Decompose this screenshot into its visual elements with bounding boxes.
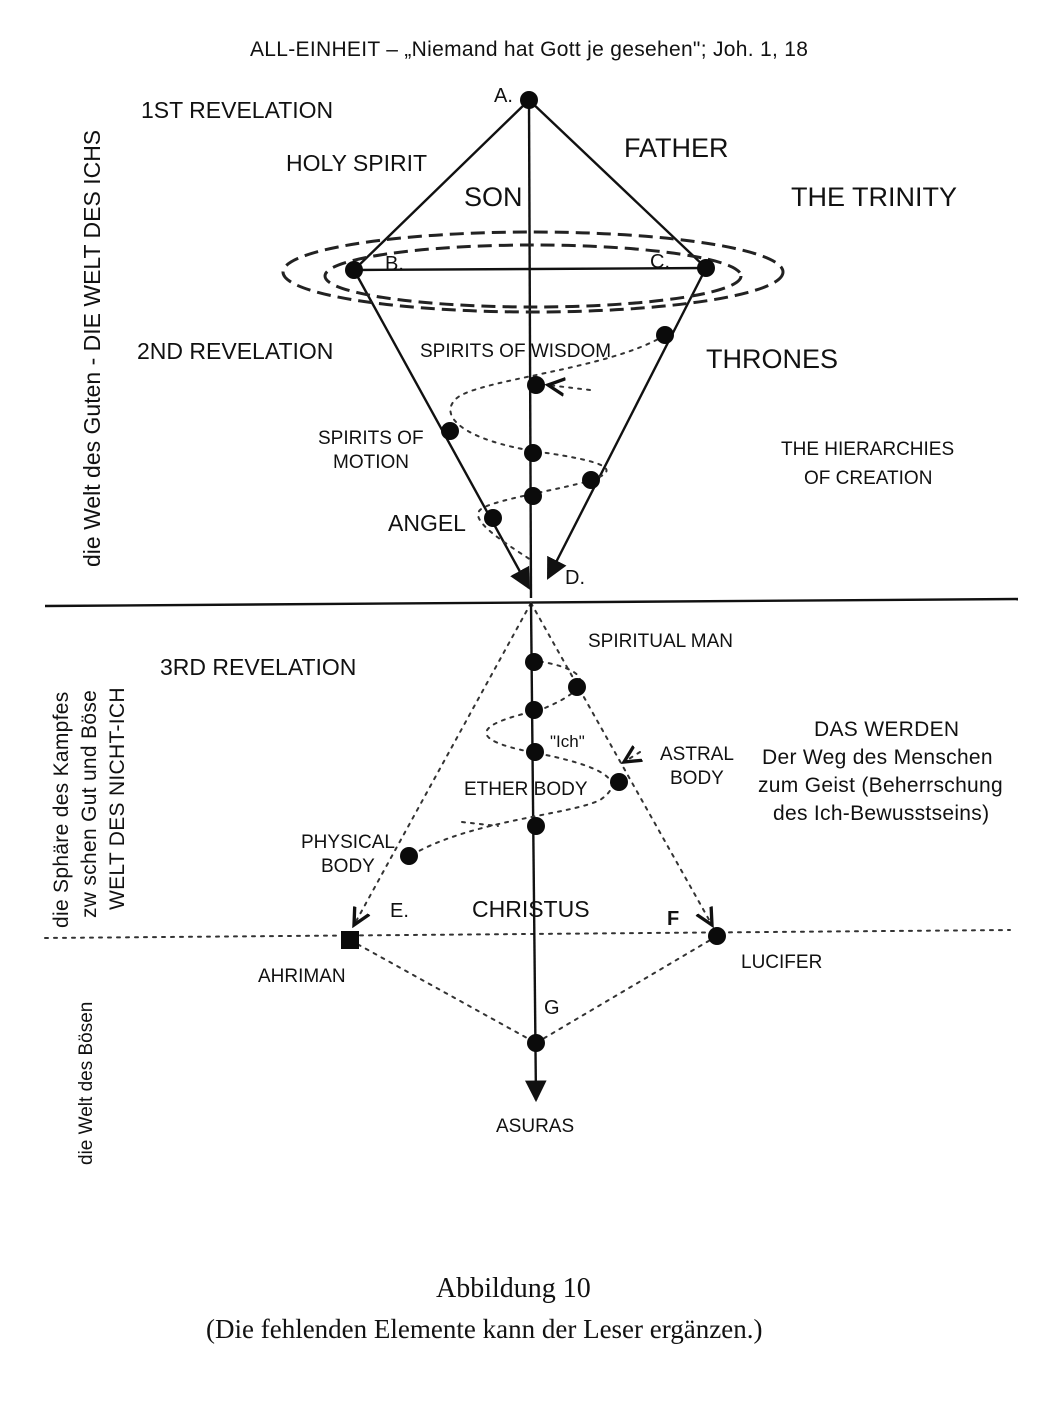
astral-body-label-1: ASTRAL [660, 744, 734, 765]
hierarchies-label-2: OF CREATION [804, 468, 932, 489]
trinity-edge-ac [528, 99, 707, 269]
hierarchies-label-1: THE HIERARCHIES [781, 439, 954, 460]
node-a [520, 91, 538, 109]
spiral-path [449, 334, 666, 561]
node-ether [527, 817, 545, 835]
werden-line-1: Der Weg des Menschen [762, 746, 993, 769]
evil-edge-lucifer-asuras [535, 935, 718, 1044]
trinity-edge-ab [353, 99, 530, 271]
spiritual-man-label: SPIRITUAL MAN [588, 631, 733, 652]
christus-label: CHRISTUS [472, 896, 590, 922]
third-revelation-label: 3RD REVELATION [160, 654, 356, 680]
side-label-middle-1: die Sphäre des Kampfes [50, 691, 73, 928]
node-thrones [656, 326, 674, 344]
ether-body-label: ETHER BODY [464, 779, 588, 800]
side-label-lower: die Welt des Bösen [76, 1002, 97, 1165]
point-d-label: D. [565, 567, 585, 589]
spirits-of-motion-label-2: MOTION [333, 452, 409, 473]
node-physical [400, 847, 418, 865]
spiral-arrow-wisdom [548, 385, 591, 390]
node-right-1 [582, 471, 600, 489]
evil-edge-ahriman-asuras [349, 939, 537, 1044]
point-b-label: B. [385, 253, 404, 275]
nodes [341, 91, 726, 1052]
lower-arrow-ether [461, 821, 499, 827]
first-revelation-label: 1ST REVELATION [141, 97, 333, 123]
node-c [697, 259, 715, 277]
central-axis-lower [525, 602, 547, 1103]
cone-edge-right-upper [546, 267, 708, 580]
node-ahriman [341, 931, 359, 949]
side-label-upper: die Welt des Guten - DIE WELT DES ICHS [79, 130, 105, 567]
node-wisdom [527, 376, 545, 394]
the-trinity-label: THE TRINITY [791, 182, 957, 212]
werden-line-3: des Ich-Bewusstseins) [773, 802, 989, 825]
node-astral [610, 773, 628, 791]
point-e-label: E. [390, 900, 409, 922]
astral-body-label-2: BODY [670, 768, 724, 789]
ahriman-label: AHRIMAN [258, 966, 346, 987]
spirits-of-motion-label-1: SPIRITS OF [318, 428, 424, 449]
caption-title: Abbildung 10 [436, 1273, 591, 1304]
header-title: ALL-EINHEIT – „Niemand hat Gott je geseh… [250, 38, 808, 61]
holy-spirit-label: HOLY SPIRIT [286, 150, 427, 176]
node-right-2 [568, 678, 586, 696]
thrones-label: THRONES [706, 344, 838, 374]
point-a-label: A. [494, 85, 513, 107]
node-center-1 [524, 444, 542, 462]
orbit-ellipse-inner [323, 243, 743, 309]
node-spiritual-man [525, 653, 543, 671]
point-c-label: C. [650, 251, 670, 273]
angel-label: ANGEL [388, 510, 466, 536]
node-center-2 [524, 487, 542, 505]
ich-label: "Ich" [550, 732, 585, 751]
node-center-3 [525, 701, 543, 719]
evil-boundary-line [44, 929, 1011, 939]
physical-body-label-2: BODY [321, 856, 375, 877]
werden-line-2: zum Geist (Beherrschung [758, 774, 1003, 797]
side-label-middle-3: WELT DES NICHT-ICH [106, 687, 129, 910]
werden-title: DAS WERDEN [814, 718, 959, 741]
point-f-label: F [667, 908, 679, 930]
point-g-label: G [544, 997, 560, 1019]
node-angel [484, 509, 502, 527]
node-lucifer [708, 927, 726, 945]
spirits-of-wisdom-label: SPIRITS OF WISDOM [420, 341, 611, 362]
orbit-ellipse-outer [281, 230, 785, 314]
node-ich [526, 743, 544, 761]
cone-edge-right-lower [530, 602, 712, 925]
caption-note: (Die fehlenden Elemente kann der Leser e… [206, 1314, 762, 1344]
node-asuras [527, 1034, 545, 1052]
central-axis-line [527, 99, 533, 599]
lucifer-label: LUCIFER [741, 952, 822, 973]
second-revelation-label: 2ND REVELATION [137, 338, 333, 364]
node-b [345, 261, 363, 279]
cone-edge-left-lower [354, 602, 532, 925]
node-motion [441, 422, 459, 440]
physical-body-label-1: PHYSICAL [301, 832, 395, 853]
lower-arrow-astral [624, 752, 640, 762]
son-label: SON [464, 182, 523, 212]
side-label-middle-2: zw schen Gut und Böse [78, 690, 101, 918]
father-label: FATHER [624, 133, 729, 163]
asuras-label: ASURAS [496, 1116, 574, 1137]
